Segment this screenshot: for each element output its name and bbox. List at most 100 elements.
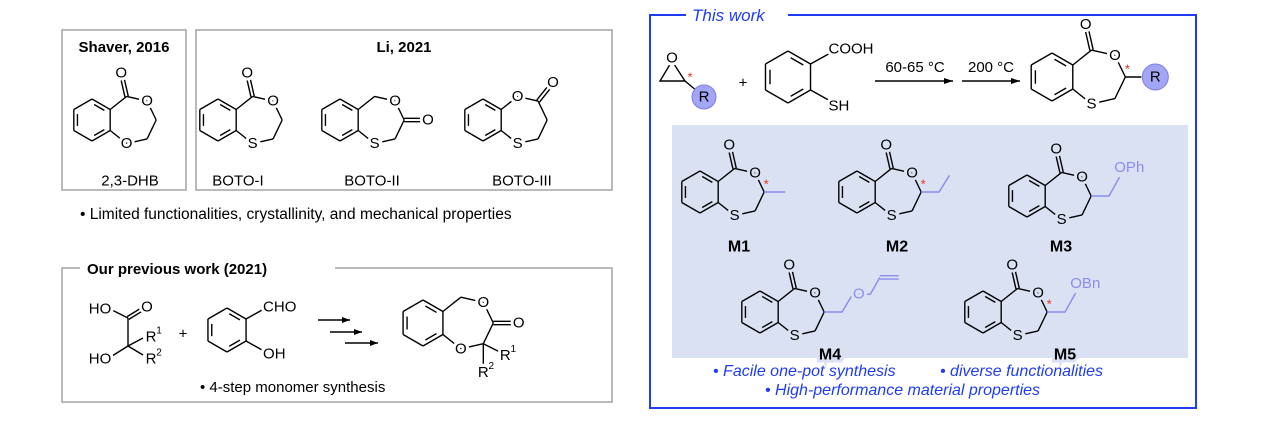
bond (982, 321, 1002, 334)
bond (761, 321, 773, 329)
bond (460, 296, 484, 303)
bond (482, 129, 502, 142)
monomer-label: M5 (1054, 347, 1076, 364)
r-group-circle (691, 84, 717, 110)
monomer-label: M4 (819, 347, 841, 364)
substituent-label: OBn (1070, 275, 1100, 292)
bond (245, 309, 263, 320)
bond (199, 129, 219, 142)
ring-heteroatom: O (809, 285, 821, 302)
bond (741, 290, 761, 303)
monomer-label: M2 (886, 239, 908, 256)
stereocenter-star: * (764, 177, 769, 192)
substituent-label: OPh (1114, 159, 1144, 176)
bond (731, 151, 737, 169)
bond (891, 167, 913, 174)
bond (1084, 31, 1091, 51)
bond (422, 299, 444, 313)
bond (425, 305, 437, 314)
bond (814, 292, 825, 313)
bond (790, 57, 804, 66)
bond (537, 119, 548, 140)
bond (787, 89, 811, 104)
allyloxymethyl-group (824, 277, 881, 313)
bond (777, 287, 796, 303)
bond (123, 79, 129, 97)
bond (788, 272, 794, 289)
bond (1017, 287, 1039, 294)
bond (1088, 30, 1094, 50)
bond (1026, 205, 1046, 218)
bond (422, 333, 444, 347)
bond (761, 295, 773, 303)
bond (794, 330, 816, 337)
bond (500, 95, 519, 111)
bond (91, 98, 111, 111)
bond (838, 170, 858, 183)
bond (759, 321, 779, 334)
bond (790, 88, 804, 97)
bond (374, 95, 396, 102)
bond (111, 309, 129, 319)
arrowhead (342, 317, 350, 323)
bond (1037, 292, 1048, 313)
bond (717, 201, 736, 217)
bond (984, 295, 996, 303)
bond (787, 50, 811, 65)
bond (1114, 55, 1126, 78)
bond (442, 333, 462, 350)
ring-heteroatom: O (1109, 47, 1121, 64)
bond (810, 53, 829, 65)
bond (109, 129, 128, 145)
bond (1011, 272, 1017, 289)
r-group-label: R (1150, 69, 1161, 86)
bond (777, 321, 796, 337)
ring-heteroatom: O (477, 294, 489, 311)
bond (1061, 171, 1083, 178)
bond (460, 343, 484, 350)
ring-heteroatom: O (141, 93, 153, 110)
bond (235, 95, 254, 111)
bond (91, 129, 111, 142)
bond (856, 170, 876, 183)
bond (765, 50, 789, 65)
bond (858, 201, 870, 209)
arrowhead (370, 340, 378, 346)
ring-heteroatom: S (887, 207, 897, 224)
shaver-title: Shaver, 2016 (79, 39, 170, 56)
ring-heteroatom: O (1032, 285, 1044, 302)
bond (272, 100, 283, 121)
bond (765, 89, 789, 104)
bond (219, 103, 231, 111)
bond (228, 313, 241, 321)
stereocenter-star: * (1047, 297, 1052, 312)
ring-heteroatom: S (730, 207, 740, 224)
bond (357, 95, 376, 111)
bond (911, 191, 922, 212)
bond (249, 79, 255, 97)
monomer-panel (672, 125, 1188, 358)
bond (1028, 205, 1040, 213)
bond (536, 86, 548, 101)
ring-heteroatom: O (749, 165, 761, 182)
label-boto-iii: BOTO-III (492, 173, 552, 190)
monomer-label: M1 (728, 239, 750, 256)
bond (517, 95, 539, 102)
shaver-box (61, 29, 187, 191)
carbonyl-oxygen: O (880, 137, 892, 154)
bond (321, 129, 341, 142)
bond (838, 201, 858, 214)
bond (814, 311, 825, 332)
bond (984, 321, 996, 329)
carbonyl-oxygen: O (1080, 16, 1092, 33)
bond (425, 332, 437, 341)
bond (699, 170, 719, 183)
atom-label: R (146, 351, 157, 368)
bond (1054, 58, 1067, 67)
bond (217, 98, 237, 111)
bond (681, 170, 701, 183)
bond (741, 321, 761, 334)
bond (681, 201, 701, 214)
previous-work-title: Our previous work (2021) (87, 261, 267, 278)
